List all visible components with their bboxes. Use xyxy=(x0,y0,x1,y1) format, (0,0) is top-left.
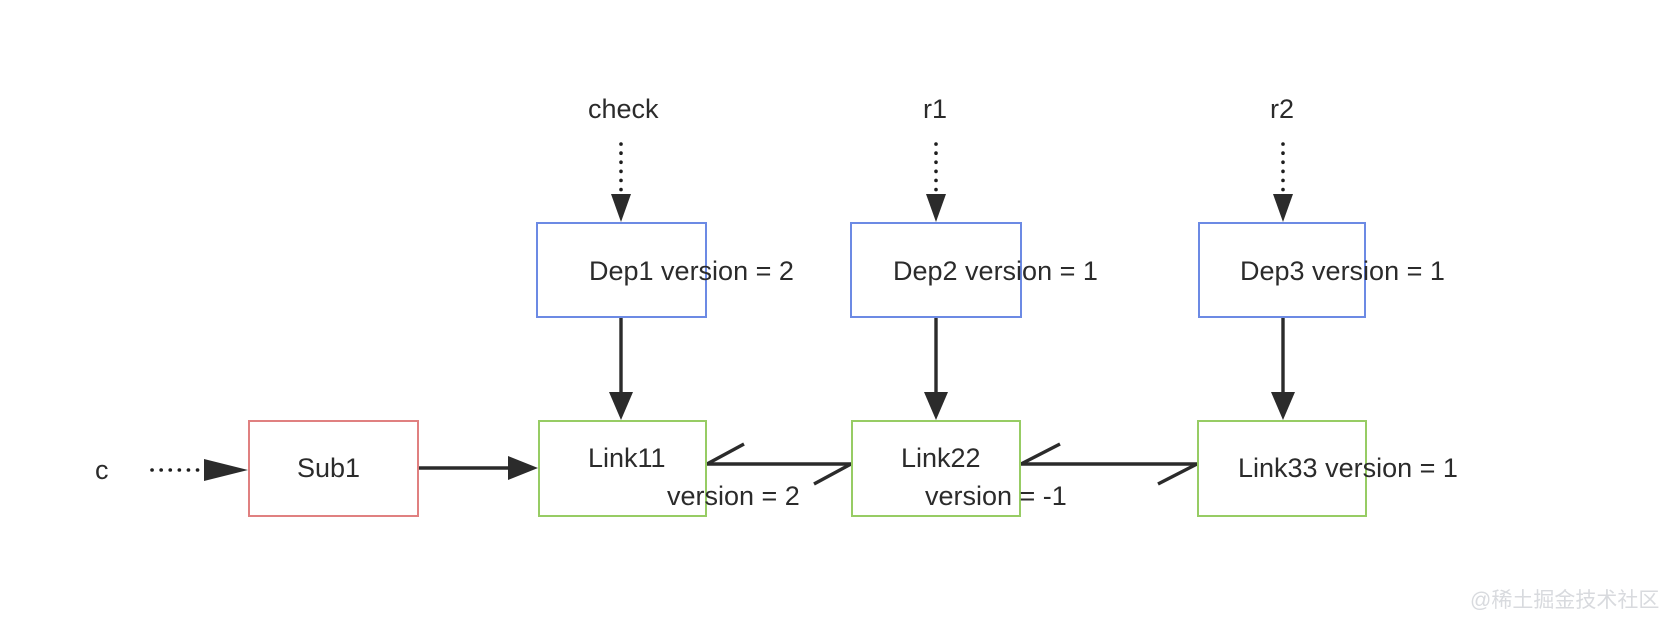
edge-r2-to-dep3 xyxy=(1273,142,1293,222)
node-dep3[interactable] xyxy=(1198,222,1366,318)
edge-link11-link22 xyxy=(706,442,852,486)
watermark: @稀土掘金技术社区 xyxy=(1470,589,1660,612)
edge-sub1-to-link11 xyxy=(419,456,538,480)
node-link22[interactable] xyxy=(851,420,1021,517)
label-r2: r2 xyxy=(1270,94,1295,124)
node-dep2[interactable] xyxy=(850,222,1022,318)
edge-link22-link33 xyxy=(1020,442,1198,486)
edge-dep2-to-link22 xyxy=(924,318,948,420)
label-r1: r1 xyxy=(923,94,948,124)
edge-c-to-sub1 xyxy=(150,459,248,481)
node-link11[interactable] xyxy=(538,420,707,517)
node-sub1[interactable] xyxy=(248,420,419,517)
label-c: c xyxy=(95,455,109,485)
edge-dep1-to-link11 xyxy=(609,318,633,420)
edge-dep3-to-link33 xyxy=(1271,318,1295,420)
node-dep1[interactable] xyxy=(536,222,707,318)
node-link33[interactable] xyxy=(1197,420,1367,517)
edge-r1-to-dep2 xyxy=(926,142,946,222)
edge-check-to-dep1 xyxy=(611,142,631,222)
label-check: check xyxy=(588,94,659,124)
